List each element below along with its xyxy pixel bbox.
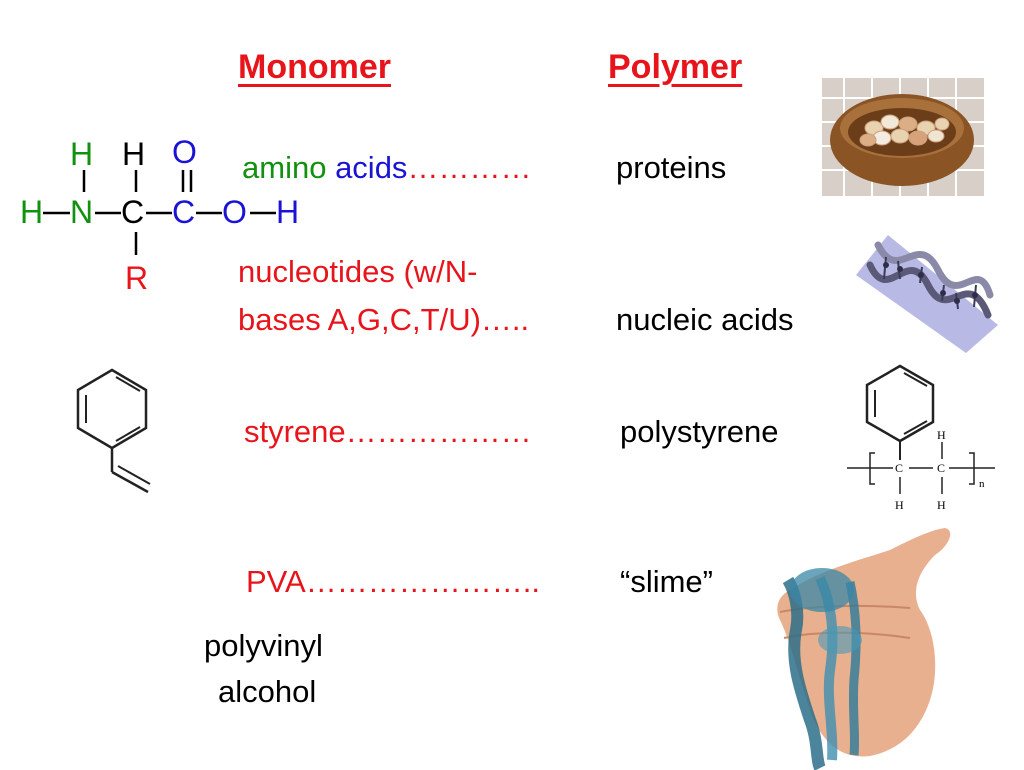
polymer-slime: “slime” (620, 564, 713, 599)
atom-h: H (122, 136, 146, 172)
polymer-polystyrene: polystyrene (620, 414, 779, 449)
atom-o: O (172, 134, 197, 170)
monomer-nucleotides-line2: bases A,G,C,T/U)….. (238, 302, 530, 337)
polymer-header: Polymer (608, 48, 743, 86)
row-amino-acids: amino acids………… (242, 150, 531, 186)
monomer-styrene: styrene……………… (244, 414, 532, 449)
atom-c: C (121, 194, 145, 230)
subscript-n: n (979, 478, 985, 490)
atom-h: H (20, 194, 44, 230)
atom-h: H (937, 498, 946, 512)
monomer-amino: amino (242, 150, 327, 185)
atom-h: H (937, 428, 946, 442)
amino-acid-structure: H H O H N C C O H R (0, 0, 320, 300)
egg-basket-image (822, 78, 984, 196)
atom-n: N (70, 194, 94, 230)
monomer-nucleotides-line1: nucleotides (w/N- (238, 254, 478, 289)
atom-o: O (222, 194, 247, 230)
slime-hand-image (777, 528, 951, 770)
atom-h: H (276, 194, 300, 230)
pva-note-line1: polyvinyl (204, 628, 323, 663)
monomer-acids: acids (335, 150, 408, 185)
polymer-proteins: proteins (616, 150, 727, 185)
atom-h: H (70, 136, 94, 172)
pva-note-line2: alcohol (218, 674, 317, 709)
polymer-nucleic-acids: nucleic acids (616, 302, 794, 337)
polystyrene-structure: C C H H H n (845, 360, 1000, 520)
atom-h: H (895, 498, 904, 512)
monomer-pva: PVA………………….. (246, 564, 540, 599)
atom-c: C (172, 194, 196, 230)
atom-c: C (895, 461, 904, 475)
monomer-header: Monomer (238, 48, 391, 86)
dna-helix-image (856, 235, 998, 353)
atom-r: R (125, 260, 149, 296)
amino-acid-bonds (43, 170, 276, 255)
dots: ………… (407, 150, 532, 185)
atom-c: C (937, 461, 946, 475)
styrene-structure (76, 368, 151, 494)
